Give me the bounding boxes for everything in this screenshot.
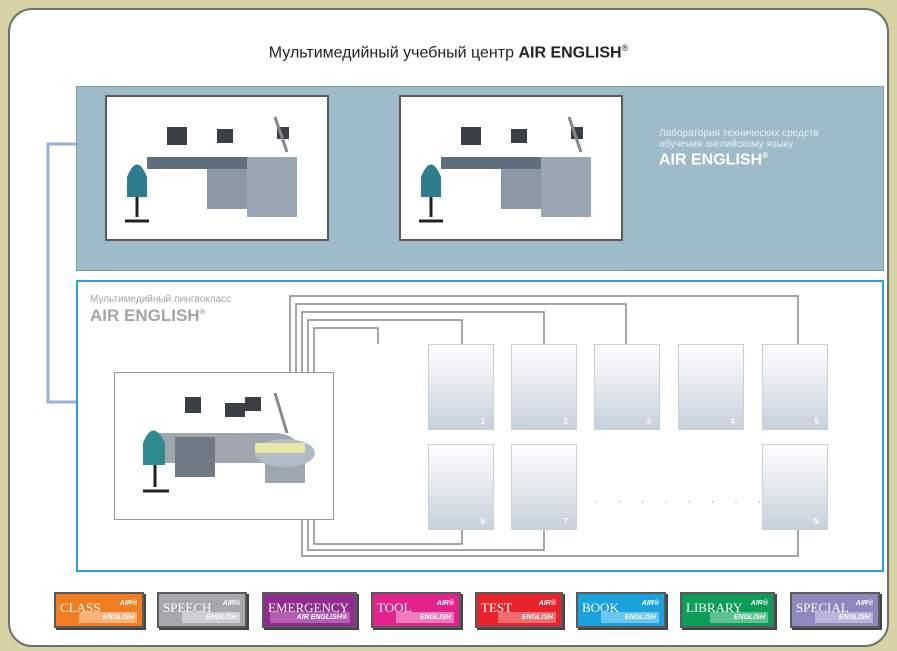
classroom-panel: Мультимедийный лингвокласс AIR ENGLISH® bbox=[76, 280, 884, 572]
module-label: TOOL bbox=[377, 600, 412, 615]
module-label: EMERGENCY bbox=[268, 600, 349, 615]
lab-description: Лаборатория технических средств обучения… bbox=[659, 128, 819, 150]
teacher-station-photo bbox=[114, 372, 334, 520]
module-english-tag: AIR ENGLISH® bbox=[270, 612, 350, 623]
lab-title: AIR ENGLISH® bbox=[659, 151, 769, 169]
workstation-4: 4 bbox=[678, 344, 744, 430]
connector-bracket bbox=[46, 142, 76, 404]
module-english-tag: ENGLISH bbox=[79, 612, 137, 623]
workstation-2: 2 bbox=[511, 344, 577, 430]
lab-panel: Лаборатория технических средств обучения… bbox=[76, 86, 884, 271]
module-english-tag: ENGLISH bbox=[396, 612, 454, 623]
module-special-button[interactable]: SPECIAL AIR® ENGLISH bbox=[790, 592, 880, 628]
module-english-tag: ENGLISH bbox=[498, 612, 556, 623]
workstation-3: 3 bbox=[594, 344, 660, 430]
module-library-button[interactable]: LIBRARY AIR® ENGLISH bbox=[680, 592, 775, 628]
module-test-button[interactable]: TEST AIR® ENGLISH bbox=[475, 592, 563, 628]
module-air-mark: AIR® bbox=[750, 600, 768, 607]
module-label: CLASS bbox=[60, 600, 101, 615]
module-english-tag: ENGLISH bbox=[815, 612, 873, 623]
module-label: SPECIAL bbox=[796, 600, 849, 615]
ellipsis-dots: · · · · · · · · · bbox=[594, 494, 793, 508]
lab-photo-2 bbox=[399, 95, 623, 241]
module-label: SPEECH bbox=[163, 600, 212, 615]
workstation-5: 5 bbox=[762, 344, 828, 430]
module-english-tag: ENGLISH bbox=[710, 612, 768, 623]
module-label: LIBRARY bbox=[686, 600, 743, 615]
workstation-n: N bbox=[762, 444, 828, 530]
module-book-button[interactable]: BOOK AIR® ENGLISH bbox=[576, 592, 666, 628]
classroom-subtitle: Мультимедийный лингвокласс bbox=[90, 294, 232, 305]
diagram-card: Мультимедийный учебный центр AIR ENGLISH… bbox=[8, 8, 889, 647]
workstation-6: 6 bbox=[428, 444, 494, 530]
module-air-mark: AIR® bbox=[538, 600, 556, 607]
module-speech-button[interactable]: SPEECH AIR® ENGLISH bbox=[157, 592, 247, 628]
module-label: BOOK bbox=[582, 600, 619, 615]
module-tool-button[interactable]: TOOL AIR® ENGLISH bbox=[371, 592, 461, 628]
module-air-mark: AIR® bbox=[222, 600, 240, 607]
page-title: Мультимедийный учебный центр AIR ENGLISH… bbox=[268, 43, 629, 62]
module-english-tag: ENGLISH bbox=[182, 612, 240, 623]
workstation-7: 7 bbox=[511, 444, 577, 530]
module-air-mark: AIR® bbox=[119, 600, 137, 607]
module-class-button[interactable]: CLASS AIR® ENGLISH bbox=[54, 592, 144, 628]
module-label: TEST bbox=[481, 600, 513, 615]
module-air-mark: AIR® bbox=[855, 600, 873, 607]
classroom-title: AIR ENGLISH® bbox=[90, 306, 206, 325]
lab-photo-1 bbox=[105, 95, 329, 241]
module-air-mark: AIR® bbox=[436, 600, 454, 607]
workstation-1: 1 bbox=[428, 344, 494, 430]
module-english-tag: ENGLISH bbox=[601, 612, 659, 623]
module-air-mark: AIR® bbox=[641, 600, 659, 607]
